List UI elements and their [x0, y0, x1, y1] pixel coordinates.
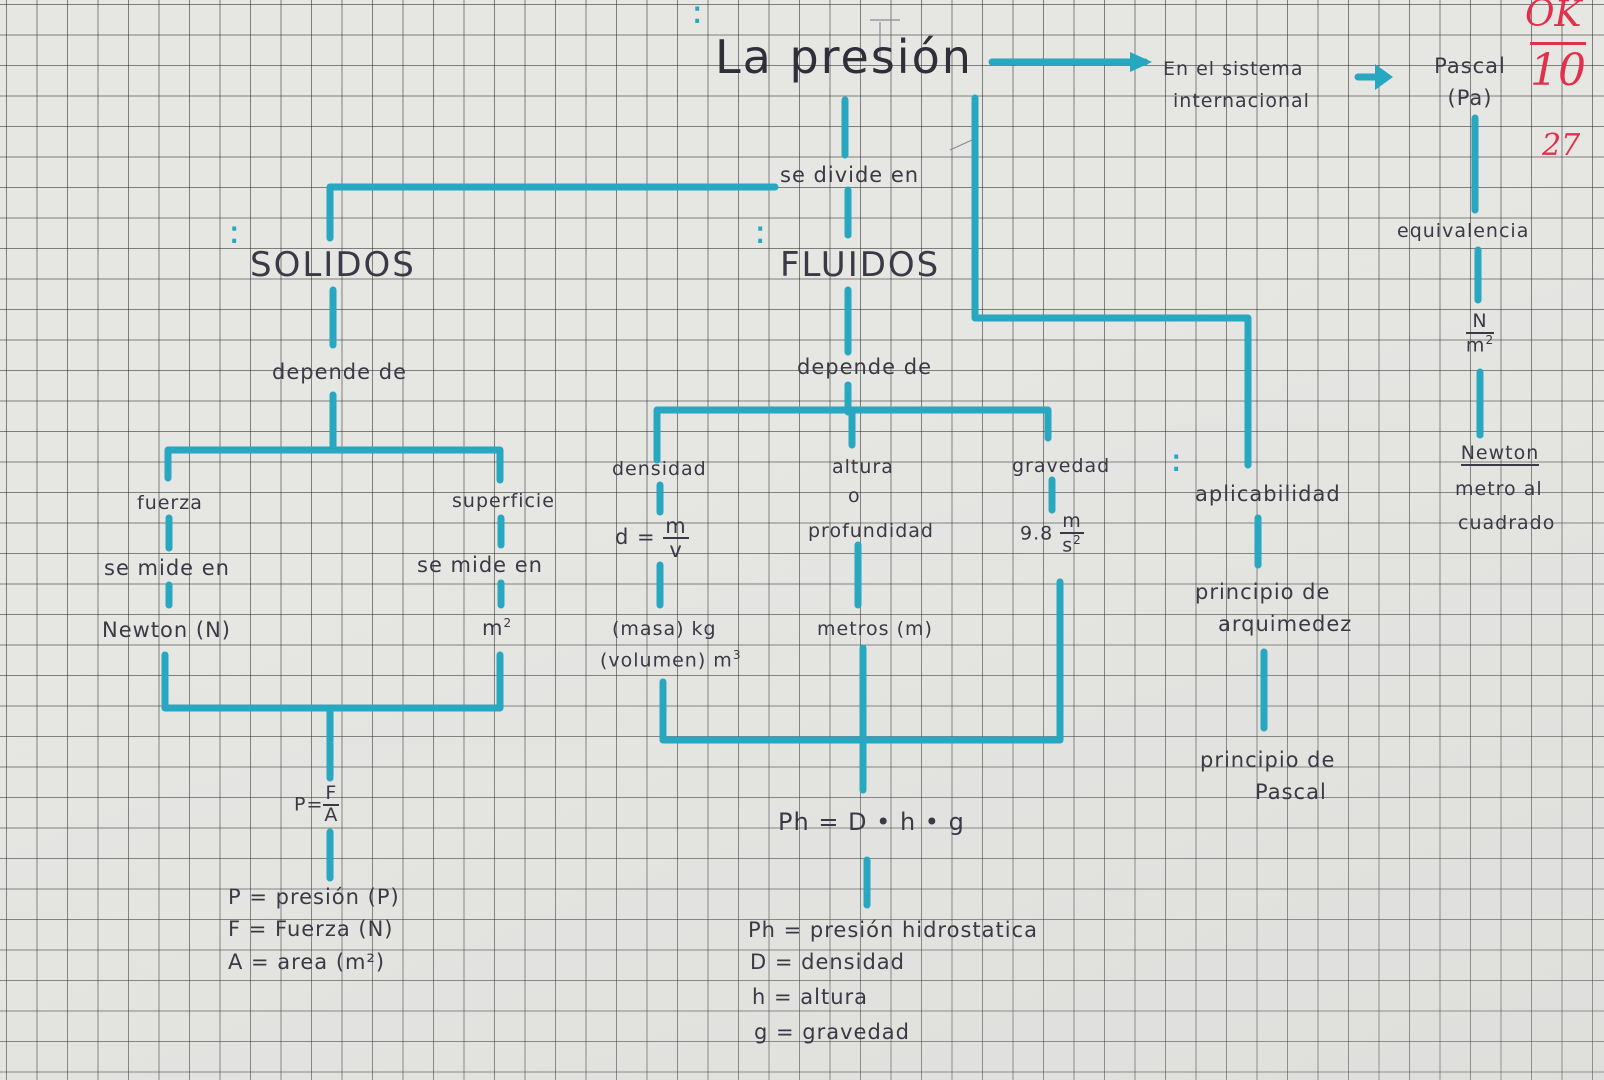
newton-den1: metro al	[1455, 478, 1543, 500]
equivalencia-label: equivalencia	[1397, 220, 1530, 242]
aplicabilidad-label: aplicabilidad	[1195, 482, 1341, 506]
unit-name: Pascal	[1434, 54, 1506, 78]
dots-fluidos: ⁚	[756, 224, 765, 249]
divide-label: se divide en	[780, 163, 920, 187]
line-solidos-bar	[164, 446, 504, 484]
unit-symbol: (Pa)	[1447, 86, 1493, 110]
newton-num: Newton	[1460, 442, 1540, 466]
grade-score: 10	[1530, 42, 1586, 96]
fluidos-title: FLUIDOS	[780, 245, 941, 285]
altura-label: altura	[832, 456, 894, 478]
grade-ok: OK	[1525, 0, 1582, 35]
si-line2: internacional	[1173, 90, 1310, 112]
fluidos-formula: Ph = D • h • g	[778, 808, 965, 836]
newton-den2: cuadrado	[1458, 512, 1556, 534]
arrowhead-pascal	[1375, 64, 1393, 90]
line-solidos-join	[161, 651, 504, 712]
fluidos-legend-2: h = altura	[752, 985, 869, 1009]
m2-unit: m2	[482, 616, 513, 640]
grade-note: 27	[1542, 128, 1581, 163]
fluidos-depende: depende de	[797, 355, 932, 379]
solidos-title: SOLIDOS	[250, 245, 416, 285]
profundidad-label: profundidad	[808, 520, 934, 542]
solidos-depende: depende de	[272, 360, 407, 384]
arrowhead-si	[1130, 52, 1152, 72]
metros-label: metros (m)	[817, 618, 933, 640]
fuerza-se-mide: se mide en	[104, 556, 230, 580]
fluidos-legend-3: g = gravedad	[754, 1020, 910, 1044]
diagram-title: La presión	[715, 30, 973, 84]
fuerza-label: fuerza	[137, 492, 203, 514]
fluidos-legend-1: D = densidad	[750, 950, 905, 974]
masa-label: (masa) kg	[612, 618, 717, 640]
arquimedes-line2: arquimedez	[1218, 612, 1353, 636]
o-label: o	[848, 485, 861, 507]
line-divide-solidos	[326, 183, 779, 242]
solidos-legend-2: A = area (m²)	[228, 950, 386, 974]
superficie-label: superficie	[452, 490, 555, 512]
dots-aplicabilidad: ⁚	[1172, 452, 1181, 477]
pascal-principle-line2: Pascal	[1255, 780, 1327, 804]
solidos-legend-0: P = presión (P)	[228, 885, 400, 909]
fluidos-legend-0: Ph = presión hidrostatica	[748, 918, 1038, 942]
dots-title: ⁚	[693, 4, 702, 29]
pascal-principle-line1: principio de	[1200, 748, 1336, 772]
superficie-se-mide: se mide en	[417, 553, 543, 577]
gravedad-label: gravedad	[1012, 455, 1111, 477]
volumen-label: (volumen) m3	[600, 648, 742, 672]
densidad-label: densidad	[612, 458, 707, 480]
dots-solidos: ⁚	[230, 224, 239, 249]
si-line1: En el sistema	[1163, 58, 1304, 80]
arquimedes-line1: principio de	[1195, 580, 1331, 604]
line-title-aplicabilidad	[971, 94, 1252, 469]
newton-unit: Newton (N)	[102, 618, 231, 642]
solidos-legend-1: F = Fuerza (N)	[228, 917, 394, 941]
